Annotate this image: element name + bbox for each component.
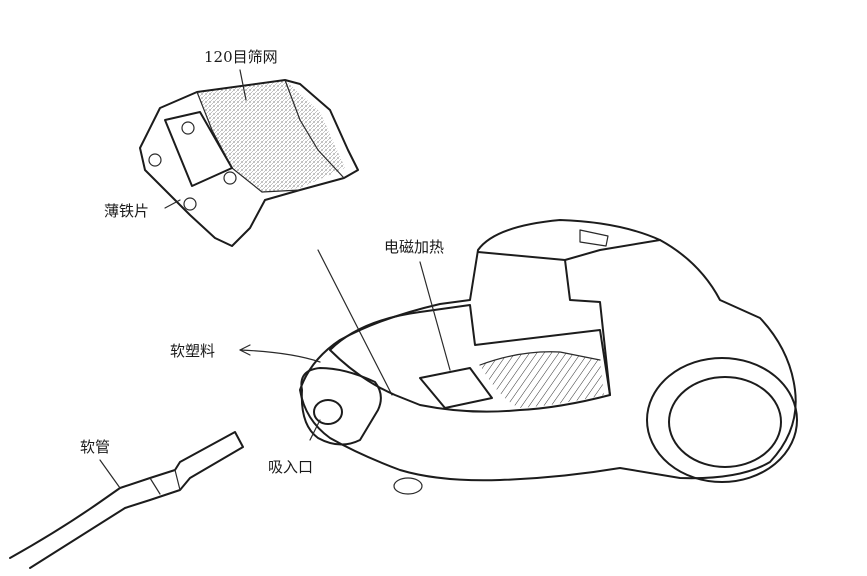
suction-inlet-opening [313, 399, 343, 425]
filter-basket [139, 69, 359, 247]
label-soft-plastic: 软塑料 [170, 342, 216, 360]
iron-sheet-pointer [164, 199, 181, 209]
label-thin-iron-sheet: 薄铁片 [104, 202, 150, 220]
insert-guide-line [317, 249, 393, 396]
label-screen-mesh: 120目筛网 [204, 48, 278, 66]
label-suction-inlet: 吸入口 [268, 458, 314, 476]
plate-hole-1 [181, 121, 195, 135]
heating-plate [419, 367, 493, 409]
front-bumper [300, 367, 382, 446]
plate-hole-2 [148, 153, 162, 167]
hose-drawing [9, 431, 244, 569]
front-caster [393, 477, 423, 495]
inlet-pointer [309, 419, 321, 441]
rear-wheel-inner [668, 376, 782, 468]
soft-plastic-pointer [239, 349, 321, 363]
heating-pointer [419, 261, 451, 371]
rear-wheel-outer [646, 357, 798, 483]
top-switch [579, 229, 609, 247]
plate-hole-4 [183, 197, 197, 211]
screen-mesh-pointer [239, 69, 247, 101]
vacuum-body [239, 219, 798, 495]
label-induction-heating: 电磁加热 [384, 238, 445, 256]
label-hose: 软管 [80, 438, 111, 456]
hose-pointer [99, 459, 121, 489]
plate-hole-3 [223, 171, 237, 185]
filter-bed-hatch [480, 351, 604, 408]
iron-plate [164, 111, 233, 187]
